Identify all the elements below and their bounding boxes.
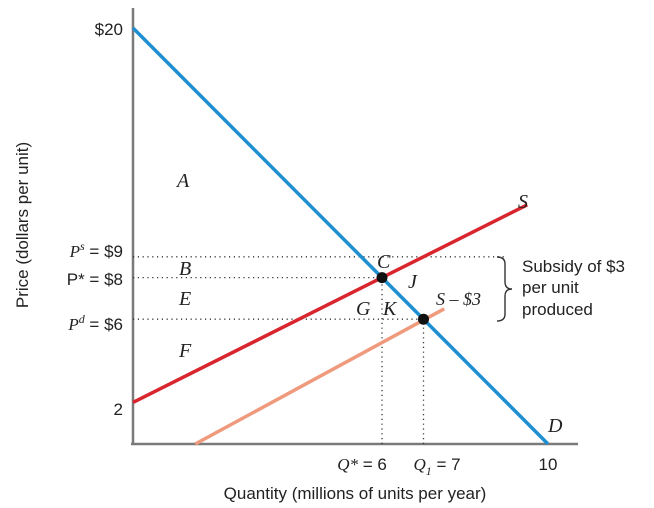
q1-letter: Q — [413, 455, 425, 474]
region-a-label: A — [175, 170, 190, 192]
region-g-label: G — [356, 298, 371, 320]
shifted-supply-amount: $3 — [463, 289, 481, 309]
subsidy-note-line-3: produced — [522, 300, 593, 319]
equilibrium-point-subsidy — [418, 313, 429, 325]
ytick-bottom-label: 2 — [114, 400, 123, 419]
region-b-label: B — [179, 258, 191, 280]
ps-value: = $9 — [85, 242, 123, 261]
supply-curve-label: S — [518, 191, 528, 213]
ps-letter: P — [69, 242, 80, 261]
region-k-label: K — [382, 298, 398, 320]
ps-superscript: s — [80, 239, 85, 253]
subsidy-note-line-2: per unit — [522, 278, 579, 297]
shifted-supply-label: S – $3 — [436, 289, 481, 309]
shifted-supply-prefix: S – — [436, 289, 463, 309]
demand-curve-label: D — [547, 415, 563, 437]
ytick-top-label: $20 — [95, 20, 123, 39]
subsidy-brace — [496, 256, 513, 322]
equilibrium-point-initial — [376, 272, 388, 284]
y-axis-title: Price (dollars per unit) — [13, 142, 32, 308]
region-c-label: C — [377, 251, 391, 273]
qstar-letter: Q* — [337, 455, 358, 474]
pd-letter: P — [67, 315, 78, 334]
region-e-label: E — [178, 288, 191, 310]
subsidy-note-line-1: Subsidy of $3 — [522, 257, 625, 276]
shifted-supply-line — [194, 307, 446, 446]
qstar-value: = 6 — [358, 455, 387, 474]
region-f-label: F — [178, 340, 192, 362]
ps-label: Ps = $9 — [69, 239, 123, 261]
x-axis-title: Quantity (millions of units per year) — [224, 484, 487, 503]
demand-line — [131, 26, 550, 446]
pd-label: Pd = $6 — [67, 312, 123, 334]
xtick-right-label: 10 — [539, 455, 558, 474]
q1-subscript: 1 — [426, 464, 432, 478]
qstar-label: Q* = 6 — [337, 455, 387, 474]
pd-superscript: d — [79, 312, 86, 326]
pstar-label: P* = $8 — [67, 270, 123, 289]
q1-value: = 7 — [432, 455, 461, 474]
supply-line — [132, 203, 529, 404]
region-j-label: J — [408, 271, 418, 293]
q1-label: Q1 = 7 — [413, 455, 460, 478]
pd-value: = $6 — [85, 315, 123, 334]
